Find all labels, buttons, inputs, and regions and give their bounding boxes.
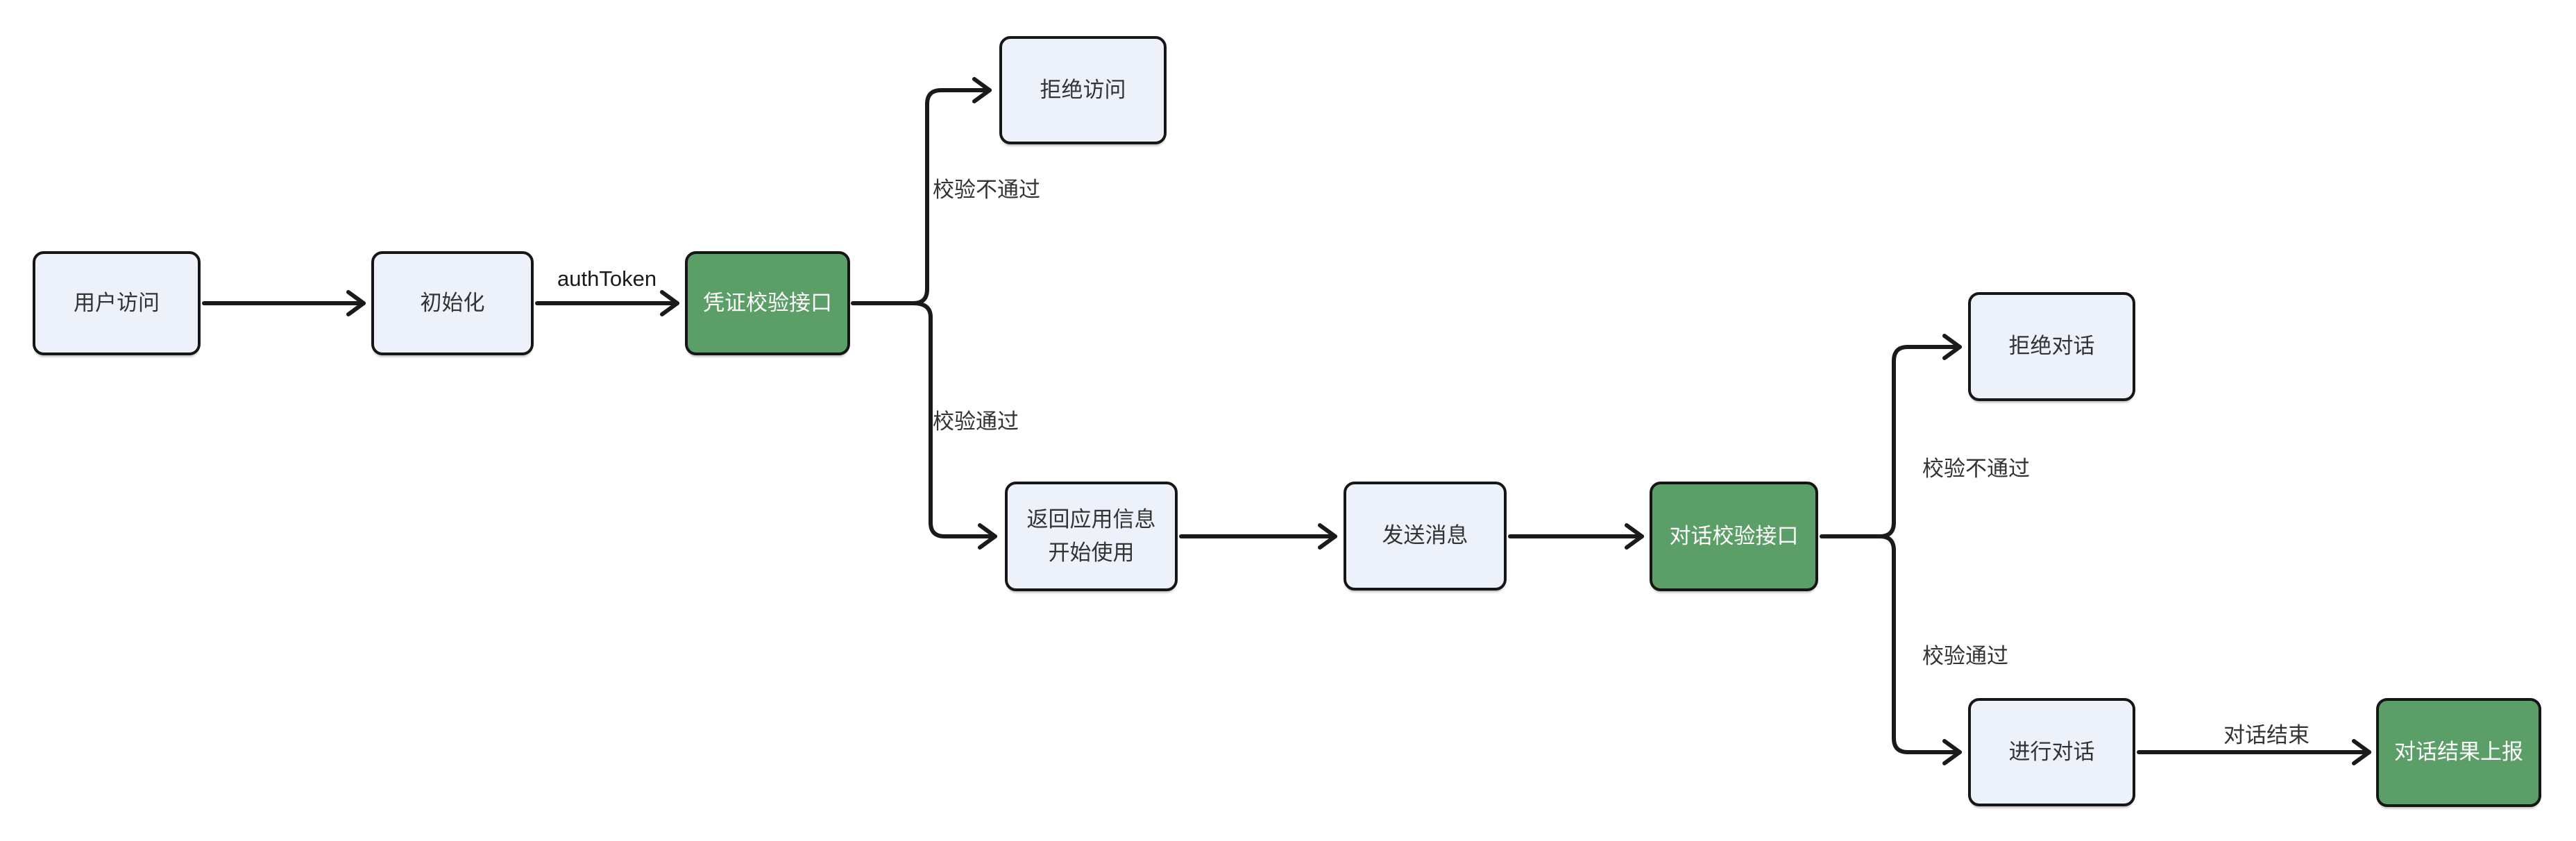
edge-label-dialog-end: 对话结束 bbox=[2223, 723, 2310, 747]
node-dialog-check: 对话校验接口 bbox=[1650, 482, 1818, 591]
edge-credential-to-return-app-info bbox=[911, 301, 997, 550]
edge-label-auth-token: authToken bbox=[557, 266, 657, 291]
edge-label-check-fail-1: 校验不通过 bbox=[933, 178, 1040, 202]
node-user-access: 用户访问 bbox=[33, 251, 201, 355]
edge-label-check-pass-1: 校验通过 bbox=[933, 409, 1019, 434]
edge-credential-to-deny-access bbox=[911, 77, 992, 305]
node-do-dialog: 进行对话 bbox=[1968, 698, 2135, 806]
edge-label-check-fail-2: 校验不通过 bbox=[1922, 457, 2030, 481]
node-return-app-info: 返回应用信息 开始使用 bbox=[1005, 482, 1178, 591]
edge-label-check-pass-2: 校验通过 bbox=[1922, 644, 2008, 668]
node-deny-access: 拒绝访问 bbox=[999, 36, 1167, 144]
edge-dialog-to-do-dialog bbox=[1878, 534, 1962, 765]
node-init: 初始化 bbox=[371, 251, 534, 355]
node-deny-dialog: 拒绝对话 bbox=[1968, 292, 2135, 401]
node-send-message: 发送消息 bbox=[1344, 482, 1507, 591]
node-credential-check: 凭证校验接口 bbox=[685, 251, 850, 355]
node-report-result: 对话结果上报 bbox=[2376, 698, 2541, 807]
edge-dialog-to-deny-dialog bbox=[1878, 334, 1962, 538]
